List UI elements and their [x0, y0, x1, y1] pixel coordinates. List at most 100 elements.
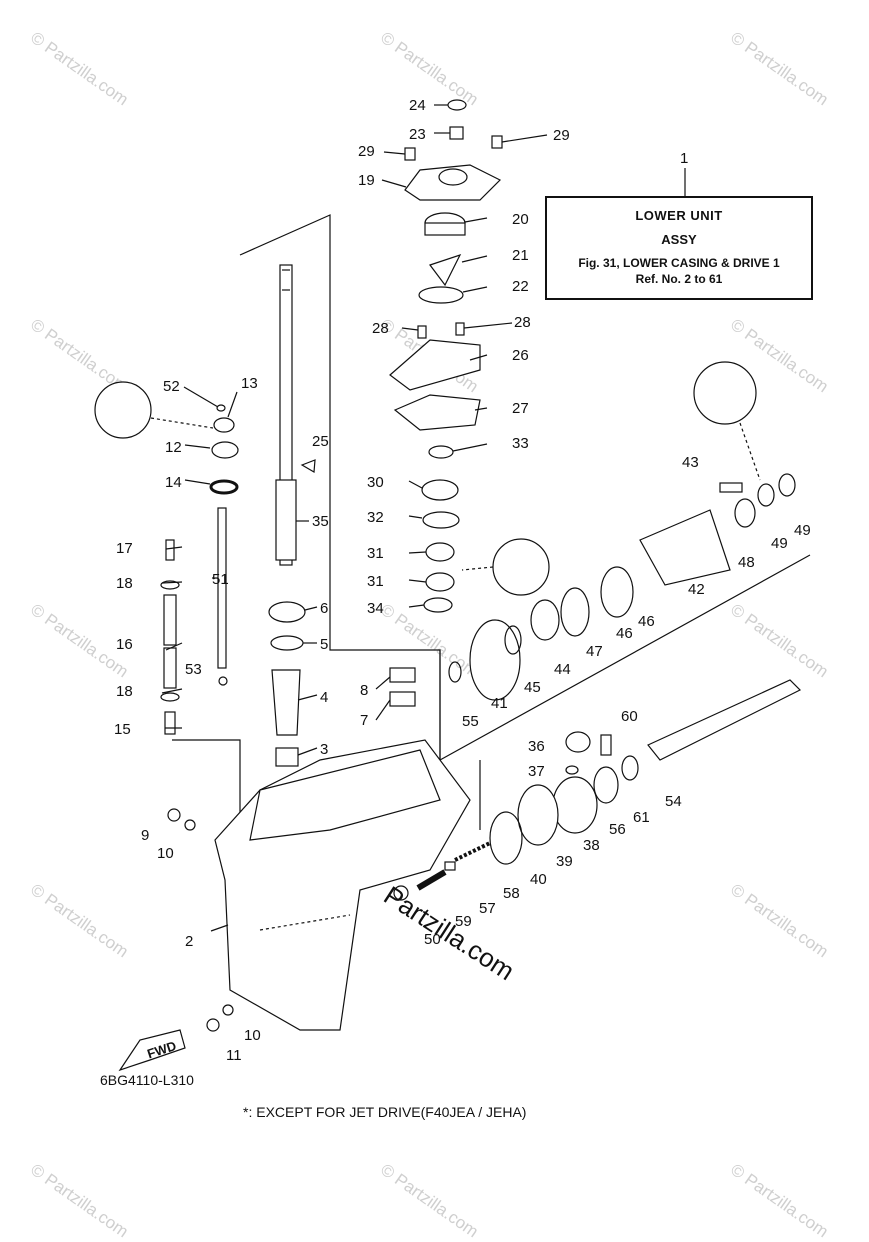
- callout-6: 6: [320, 600, 328, 617]
- bolt-29b: [491, 135, 503, 149]
- shim-44: [530, 599, 560, 641]
- callout-49b: 49: [794, 522, 811, 539]
- callout-18b: 18: [116, 683, 133, 700]
- callout-37: 37: [528, 763, 545, 780]
- gear-41: [469, 619, 521, 701]
- callout-10b: 10: [244, 1027, 261, 1044]
- callout-52: 52: [163, 378, 180, 395]
- callout-22: 22: [512, 278, 529, 295]
- water-tube-16: [163, 594, 177, 646]
- oil-seal-31b: [425, 572, 455, 592]
- diagram-code: 6BG4110-L310: [100, 1072, 194, 1088]
- propeller-shaft-54: [647, 679, 802, 761]
- callout-21: 21: [512, 247, 529, 264]
- callout-56: 56: [609, 821, 626, 838]
- shim-45: [504, 625, 522, 655]
- bolt-9: [167, 808, 181, 822]
- detail-circle-grease: [94, 381, 152, 439]
- callout-30: 30: [367, 474, 384, 491]
- shift-rod-51: [217, 507, 227, 669]
- pin-28b: [455, 322, 465, 336]
- callout-55: 55: [462, 713, 479, 730]
- grommet-13: [213, 417, 235, 433]
- outer-plate-26: [389, 339, 481, 391]
- bearing-3: [275, 747, 299, 767]
- gear-38: [552, 776, 598, 834]
- bolt-43: [719, 482, 743, 493]
- bearing-48: [734, 498, 756, 528]
- clip-52: [216, 404, 226, 412]
- bolt-29a: [404, 147, 416, 161]
- shim-40: [489, 811, 523, 865]
- callout-23: 23: [409, 126, 426, 143]
- callout-8: 8: [360, 682, 368, 699]
- callout-3: 3: [320, 741, 328, 758]
- callout-44: 44: [554, 661, 571, 678]
- callout-28a: 28: [372, 320, 389, 337]
- pin-28a: [417, 325, 427, 339]
- callout-43: 43: [682, 454, 699, 471]
- gasket-27: [393, 394, 481, 431]
- callout-15: 15: [114, 721, 131, 738]
- callout-31b: 31: [367, 573, 384, 590]
- callout-34: 34: [367, 600, 384, 617]
- grommet-24: [447, 99, 467, 111]
- collar-23: [449, 126, 464, 140]
- callout-60: 60: [621, 708, 638, 725]
- o-ring-14: [209, 479, 239, 495]
- callout-24: 24: [409, 97, 426, 114]
- callout-51: 51: [212, 571, 229, 588]
- washer-34: [423, 597, 453, 613]
- shim-5: [270, 635, 304, 651]
- washer-55: [448, 661, 462, 683]
- callout-28b: 28: [514, 314, 531, 331]
- callout-11: 11: [226, 1047, 242, 1064]
- pin-60: [600, 734, 612, 756]
- callout-36: 36: [528, 738, 545, 755]
- oil-seal-49b: [778, 473, 796, 497]
- callout-20: 20: [512, 211, 529, 228]
- key-25: [300, 459, 316, 473]
- callout-13: 13: [241, 375, 258, 392]
- grommet-17: [165, 539, 175, 561]
- spring-58: [454, 841, 491, 862]
- callout-49a: 49: [771, 535, 788, 552]
- callout-4: 4: [320, 689, 328, 706]
- grommet-15: [164, 711, 176, 735]
- callout-27: 27: [512, 400, 529, 417]
- callout-12: 12: [165, 439, 182, 456]
- fwd-arrow: [118, 1029, 186, 1072]
- callout-18a: 18: [116, 575, 133, 592]
- info-ref: Ref. No. 2 to 61: [635, 272, 723, 286]
- gasket-22: [418, 286, 464, 304]
- callout-16: 16: [116, 636, 133, 653]
- callout-2: 2: [185, 933, 193, 950]
- callout-32: 32: [367, 509, 384, 526]
- callout-53: 53: [185, 661, 202, 678]
- callout-1: 1: [680, 150, 688, 167]
- callout-25: 25: [312, 433, 329, 450]
- callout-17: 17: [116, 540, 133, 557]
- callout-19: 19: [358, 172, 375, 189]
- o-ring-47: [560, 587, 590, 637]
- info-figure: Fig. 31, LOWER CASING & DRIVE 1: [578, 256, 780, 270]
- spring-61: [621, 755, 639, 781]
- callout-47: 47: [586, 643, 603, 660]
- callout-35: 35: [312, 513, 329, 530]
- oil-seal-31a: [425, 542, 455, 562]
- callout-59: 59: [455, 913, 472, 930]
- bearing-6: [268, 601, 306, 623]
- clip-18b: [160, 692, 180, 702]
- lower-case-cap-42: [639, 509, 731, 586]
- detail-circle-sealant: [492, 538, 550, 596]
- callout-29a: 29: [358, 143, 375, 160]
- callout-9: 9: [141, 827, 149, 844]
- washer-10b: [222, 1004, 234, 1016]
- clip-53: [218, 676, 228, 686]
- o-ring-46: [600, 566, 634, 618]
- callout-38: 38: [583, 837, 600, 854]
- callout-14: 14: [165, 474, 182, 491]
- guide-line: [239, 214, 441, 820]
- callout-50: 50: [424, 931, 441, 948]
- callout-29b: 29: [553, 127, 570, 144]
